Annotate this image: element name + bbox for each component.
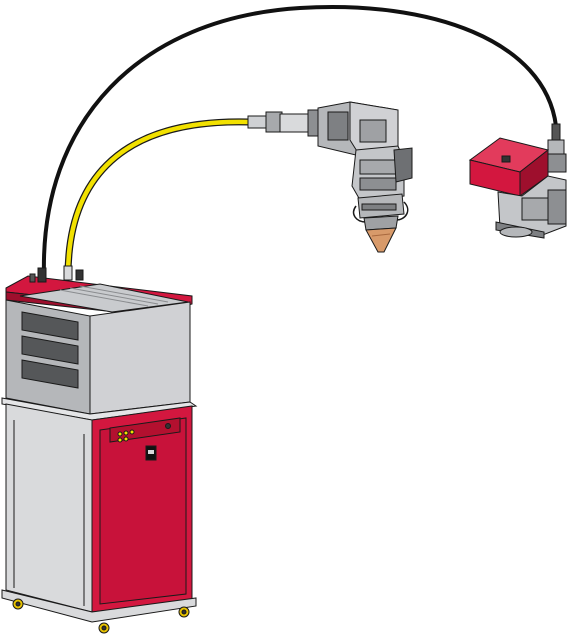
laser-unit [1, 265, 198, 634]
fiber-cable [64, 118, 251, 277]
control-cable [41, 5, 558, 277]
cutting-head [247, 101, 413, 253]
scanner-unit [468, 123, 567, 239]
